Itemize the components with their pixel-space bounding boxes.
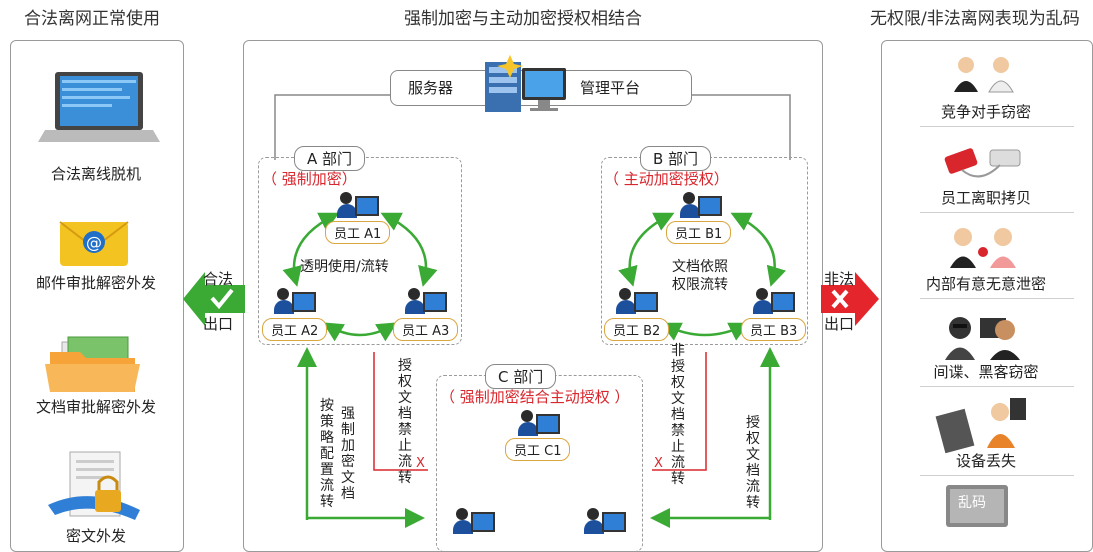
separator bbox=[920, 386, 1074, 387]
person-icon-b3 bbox=[753, 288, 795, 318]
dept-a-flow: 透明使用/流转 bbox=[300, 259, 389, 275]
svg-text:@: @ bbox=[86, 233, 102, 252]
left-item-document: 文档审批解密外发 bbox=[35, 398, 156, 416]
vertical-label-policy: 按策略配置流转 bbox=[320, 398, 334, 510]
spy-hacker-icon bbox=[945, 317, 1020, 360]
dept-b-flow-line2: 权限流转 bbox=[672, 277, 728, 293]
policy-flow-arrows bbox=[297, 347, 780, 528]
employee-b2: 员工 B2 bbox=[604, 318, 670, 341]
x-mark-left: X bbox=[416, 456, 425, 471]
center-title: 强制加密与主动加密授权相结合 bbox=[404, 9, 642, 29]
platform-label: 管理平台 bbox=[580, 79, 641, 97]
center-panel bbox=[243, 40, 823, 552]
email-icon: @ bbox=[59, 221, 129, 266]
person-icon-b2 bbox=[616, 288, 658, 318]
x-mark-right: X bbox=[654, 456, 663, 471]
dept-b-flow-arrows bbox=[618, 212, 786, 341]
right-panel bbox=[881, 40, 1093, 552]
employee-a2: 员工 A2 bbox=[262, 318, 328, 341]
separator bbox=[920, 298, 1074, 299]
vertical-label-auth-forbid: 授权文档禁止流转 bbox=[398, 358, 412, 486]
employee-a1: 员工 A1 bbox=[325, 221, 391, 244]
right-item-device-lost: 设备丢失 bbox=[955, 452, 1016, 470]
right-item-insider-leak: 内部有意无意泄密 bbox=[925, 275, 1046, 293]
garbled-screen-text: 乱码 bbox=[958, 495, 986, 511]
left-item-offline: 合法离线脱机 bbox=[50, 165, 141, 183]
garbled-laptop-icon bbox=[946, 485, 1008, 527]
person-icon-c1 bbox=[518, 410, 560, 440]
right-title: 无权限/非法离网表现为乱码 bbox=[870, 9, 1080, 29]
dept-b-flow-line1: 文档依照 bbox=[672, 259, 728, 275]
laptop-icon bbox=[38, 72, 160, 142]
legal-exit-arrow bbox=[183, 272, 245, 326]
diagram-canvas: @ bbox=[38, 55, 1026, 528]
person-icon-a1 bbox=[337, 192, 379, 222]
vertical-label-unauth-forbid: 非授权文档禁止流转 bbox=[671, 343, 685, 487]
dept-c-tag: C 部门 bbox=[485, 364, 557, 389]
document-lock-icon bbox=[48, 451, 140, 520]
separator bbox=[920, 475, 1074, 476]
person-icon-c2 bbox=[453, 508, 495, 538]
right-item-resign-copy: 员工离职拷贝 bbox=[940, 189, 1031, 207]
server-label: 服务器 bbox=[408, 79, 454, 97]
forbidden-flow-lines bbox=[373, 352, 707, 471]
person-icon-c3 bbox=[584, 508, 626, 538]
legal-exit-bottom: 出口 bbox=[203, 315, 234, 333]
illegal-exit-top: 非法 bbox=[824, 270, 855, 288]
right-item-competitor: 竞争对手窃密 bbox=[940, 103, 1031, 121]
dept-a-mode: （ 强制加密） bbox=[262, 170, 357, 188]
dept-a-flow-arrows bbox=[282, 212, 438, 342]
dept-a-tag: A 部门 bbox=[294, 146, 366, 171]
server-link-lines bbox=[274, 94, 791, 160]
separator bbox=[920, 212, 1074, 213]
illegal-exit-arrow bbox=[821, 272, 879, 326]
employee-b3: 员工 B3 bbox=[741, 318, 807, 341]
separator bbox=[920, 126, 1074, 127]
vertical-label-force-doc: 强制加密文档 bbox=[341, 406, 355, 502]
vertical-label-auth-flow: 授权文档流转 bbox=[746, 415, 760, 511]
illegal-exit-bottom: 出口 bbox=[824, 315, 855, 333]
left-item-cipher: 密文外发 bbox=[65, 527, 126, 545]
person-icon-b1 bbox=[680, 192, 722, 222]
usb-copy-icon bbox=[944, 148, 1021, 178]
right-item-spy-hacker: 间谍、黑客窃密 bbox=[933, 363, 1039, 381]
dept-c-mode: （ 强制加密结合主动授权 ） bbox=[440, 388, 630, 406]
competitor-icon bbox=[954, 57, 1014, 93]
folder-icon bbox=[45, 336, 140, 392]
employee-a3: 员工 A3 bbox=[393, 318, 459, 341]
left-title: 合法离网正常使用 bbox=[24, 9, 160, 29]
dept-b-mode: （ 主动加密授权） bbox=[604, 170, 729, 188]
insider-leak-icon bbox=[950, 228, 1016, 268]
dept-b-tag: B 部门 bbox=[640, 146, 712, 171]
device-lost-icon bbox=[935, 398, 1026, 454]
person-icon-a2 bbox=[274, 288, 316, 318]
left-item-email: 邮件审批解密外发 bbox=[35, 274, 156, 292]
employee-b1: 员工 B1 bbox=[666, 221, 732, 244]
employee-c1: 员工 C1 bbox=[505, 438, 571, 461]
person-icon-a3 bbox=[405, 288, 447, 318]
legal-exit-top: 合法 bbox=[203, 270, 234, 288]
